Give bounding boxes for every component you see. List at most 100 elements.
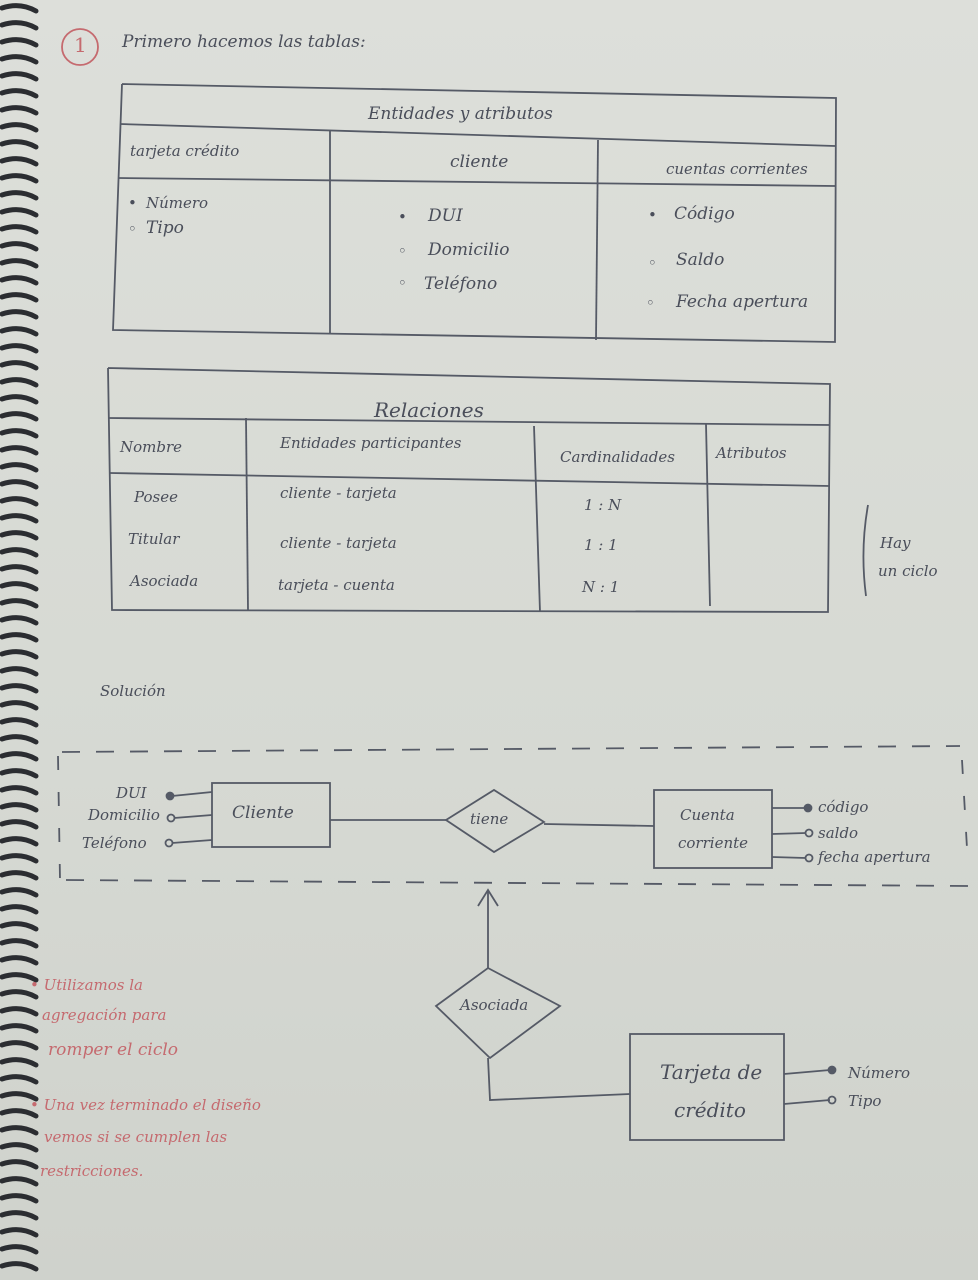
spiral-coil	[0, 88, 39, 99]
entity-col-cuentas: cuentas corrientes	[666, 160, 808, 178]
rel-entities: tarjeta - cuenta	[278, 576, 395, 594]
step-number: 1	[74, 33, 87, 57]
spiral-coil	[0, 989, 39, 1000]
spiral-coil	[0, 1227, 39, 1238]
spiral-coil	[0, 1159, 39, 1170]
entity-tarjeta-label-2: crédito	[674, 1098, 746, 1122]
cliente-attr-telefono: Teléfono	[82, 834, 147, 852]
spiral-coil	[0, 870, 39, 881]
spiral-coil	[0, 275, 39, 286]
relation-asociada-diamond	[434, 966, 562, 1060]
spiral-coil	[0, 37, 39, 48]
spiral-coil	[0, 156, 39, 167]
spiral-binding	[0, 3, 39, 1272]
cuenta-attr-saldo: saldo	[818, 824, 859, 842]
arrow-head	[477, 888, 499, 907]
spiral-coil	[0, 513, 39, 524]
cycle-note-line2: un ciclo	[878, 562, 938, 580]
cuenta-attr-codigo: código	[818, 798, 869, 816]
spiral-coil	[0, 411, 39, 422]
spiral-coil	[0, 54, 39, 65]
attr-item: Teléfono	[424, 274, 498, 294]
attr-item: Domicilio	[428, 240, 510, 260]
spiral-coil	[0, 717, 39, 728]
entity-cliente-label: Cliente	[232, 803, 294, 823]
note-line: • Utilizamos la	[30, 976, 143, 994]
cliente-attr-dui: DUI	[116, 784, 147, 802]
tarjeta-attr-tipo: Tipo	[848, 1092, 882, 1110]
spiral-coil	[0, 530, 39, 541]
spiral-coil	[0, 1057, 39, 1068]
spiral-coil	[0, 547, 39, 558]
spiral-coil	[0, 853, 39, 864]
cuenta-attr-fecha: fecha apertura	[818, 848, 931, 866]
spiral-coil	[0, 649, 39, 660]
spiral-coil	[0, 105, 39, 116]
spiral-coil	[0, 258, 39, 269]
spiral-coil	[0, 1210, 39, 1221]
spiral-coil	[0, 887, 39, 898]
entity-cuenta-label-1: Cuenta	[680, 806, 735, 824]
rel-header-nombre: Nombre	[120, 438, 183, 456]
spiral-coil	[0, 479, 39, 490]
spiral-coil	[0, 1193, 39, 1204]
aggregation-box-top	[61, 745, 961, 753]
spiral-coil	[0, 904, 39, 915]
spiral-coil	[0, 20, 39, 31]
step-circle	[61, 28, 99, 66]
spiral-coil	[0, 802, 39, 813]
intro-text: Primero hacemos las tablas:	[122, 32, 366, 52]
spiral-coil	[0, 1040, 39, 1051]
spiral-coil	[0, 785, 39, 796]
spiral-coil	[0, 666, 39, 677]
spiral-coil	[0, 1108, 39, 1119]
tarjeta-attr-numero: Número	[848, 1064, 911, 1082]
rel-name: Posee	[134, 488, 178, 506]
spiral-coil	[0, 292, 39, 303]
spiral-coil	[0, 190, 39, 201]
spiral-coil	[0, 224, 39, 235]
spiral-coil	[0, 1125, 39, 1136]
spiral-coil	[0, 343, 39, 354]
attr-bullet: ◦	[398, 242, 407, 260]
spiral-coil	[0, 1176, 39, 1187]
spiral-coil	[0, 768, 39, 779]
spiral-coil	[0, 1023, 39, 1034]
spiral-coil	[0, 71, 39, 82]
entity-cuenta-box	[653, 789, 773, 869]
rel-cardinality: 1 : 1	[584, 536, 618, 554]
attr-bullet: ◦	[648, 254, 657, 272]
note-line: vemos si se cumplen las	[44, 1128, 228, 1146]
spiral-coil	[0, 309, 39, 320]
relation-tiene-label: tiene	[470, 810, 509, 828]
relation-tiene-diamond	[444, 788, 546, 854]
spiral-coil	[0, 360, 39, 371]
relation-asociada-label: Asociada	[460, 996, 529, 1014]
rel-cardinality: N : 1	[582, 578, 620, 596]
attr-item: Tipo	[146, 218, 184, 238]
attr-item: Saldo	[676, 250, 725, 270]
relations-table-title: Relaciones	[374, 398, 484, 422]
spiral-coil	[0, 819, 39, 830]
spiral-coil	[0, 1244, 39, 1255]
rel-entities: cliente - tarjeta	[280, 484, 397, 502]
cycle-note-line1: Hay	[880, 534, 911, 552]
spiral-coil	[0, 615, 39, 626]
rel-cardinality: 1 : N	[584, 496, 622, 514]
spiral-coil	[0, 173, 39, 184]
spiral-coil	[0, 139, 39, 150]
attr-bullet: •	[128, 194, 137, 212]
spiral-coil	[0, 377, 39, 388]
attr-item: Fecha apertura	[676, 292, 809, 312]
rel-header-entidades: Entidades participantes	[280, 434, 462, 452]
entity-tarjeta-label-1: Tarjeta de	[660, 1060, 763, 1084]
spiral-coil	[0, 1142, 39, 1153]
solution-label: Solución	[100, 682, 166, 700]
entity-tarjeta-box	[629, 1033, 785, 1141]
spiral-coil	[0, 394, 39, 405]
spiral-coil	[0, 734, 39, 745]
rel-header-cardinalidades: Cardinalidades	[560, 448, 675, 466]
spiral-coil	[0, 921, 39, 932]
